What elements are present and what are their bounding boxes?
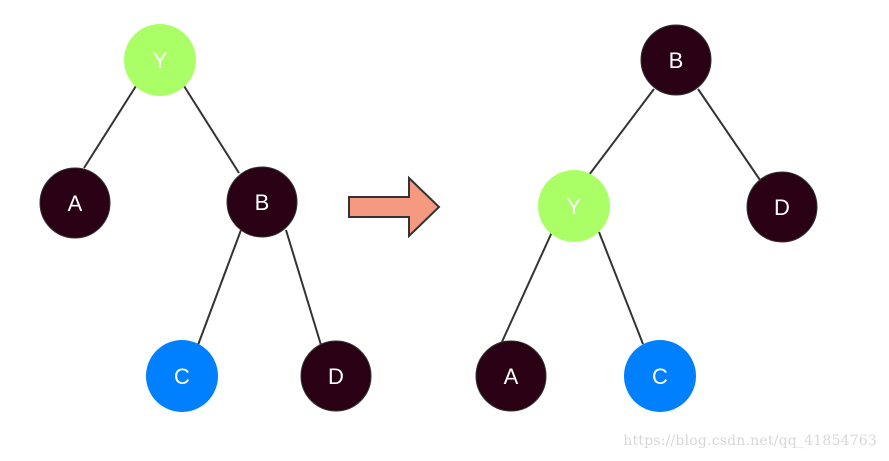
edge-y-a bbox=[83, 85, 137, 169]
node-y-right: Y bbox=[538, 170, 610, 242]
node-d: D bbox=[300, 340, 372, 412]
node-c-right-circle bbox=[624, 340, 696, 412]
edge-b-d bbox=[285, 229, 322, 346]
node-c-right: C bbox=[624, 340, 696, 412]
after-tree-edges bbox=[500, 88, 761, 345]
node-b-label: B bbox=[255, 190, 270, 215]
edge-y-a-right bbox=[500, 231, 553, 345]
node-c-circle bbox=[146, 340, 218, 412]
node-d-circle bbox=[300, 340, 372, 412]
node-y-label: Y bbox=[153, 48, 168, 73]
node-d-right: D bbox=[746, 171, 818, 243]
node-y-right-label: Y bbox=[567, 194, 582, 219]
after-tree: B Y D A C bbox=[475, 24, 818, 412]
edge-y-c-right bbox=[598, 231, 644, 345]
right-arrow-icon bbox=[348, 175, 441, 239]
node-a-circle bbox=[39, 167, 111, 239]
arrow-shape bbox=[348, 175, 441, 239]
before-tree-edges bbox=[83, 85, 322, 346]
node-a-label: A bbox=[68, 191, 83, 216]
node-a-right-label: A bbox=[504, 364, 519, 389]
node-c-label: C bbox=[174, 364, 190, 389]
node-a-right-circle bbox=[475, 340, 547, 412]
node-c-right-label: C bbox=[652, 364, 668, 389]
node-y-right-circle bbox=[538, 170, 610, 242]
node-b-root: B bbox=[640, 24, 712, 96]
node-b: B bbox=[226, 166, 298, 238]
edge-b-d-right bbox=[697, 88, 761, 181]
node-d-right-label: D bbox=[774, 195, 790, 220]
node-d-right-circle bbox=[746, 171, 818, 243]
node-y-circle bbox=[124, 24, 196, 96]
node-b-root-label: B bbox=[669, 48, 684, 73]
node-c: C bbox=[146, 340, 218, 412]
watermark: https://blog.csdn.net/qq_41854763 bbox=[623, 433, 877, 449]
edge-y-b bbox=[183, 85, 240, 174]
node-a-right: A bbox=[475, 340, 547, 412]
edge-b-y bbox=[588, 88, 655, 176]
node-d-label: D bbox=[328, 364, 344, 389]
node-b-circle bbox=[226, 166, 298, 238]
node-b-root-circle bbox=[640, 24, 712, 96]
node-a: A bbox=[39, 167, 111, 239]
before-tree: Y A B C D bbox=[39, 24, 372, 412]
edge-b-c bbox=[197, 229, 242, 346]
node-y: Y bbox=[124, 24, 196, 96]
